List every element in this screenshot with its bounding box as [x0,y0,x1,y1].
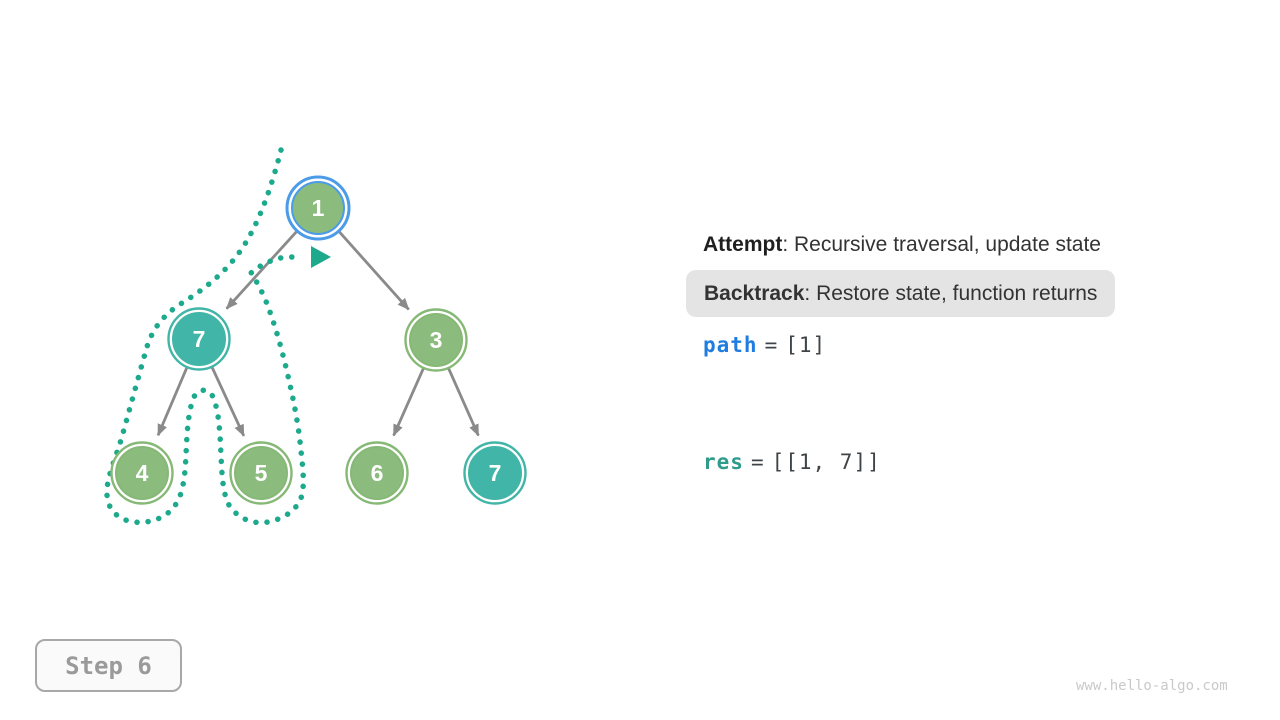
tree-edge [156,366,189,437]
tree-node: 7 [463,441,527,505]
tree-edge [447,367,480,437]
tree-edge [392,367,425,437]
tree-node: 3 [404,308,468,372]
path-variable-name: path [703,333,758,357]
tree-node: 6 [345,441,409,505]
backtrack-desc: : Restore state, function returns [804,281,1098,305]
tree-edge [337,230,410,311]
tree-node: 7 [167,307,231,371]
tree-node: 5 [229,441,293,505]
node-circle [409,313,463,367]
node-label: 6 [371,460,384,486]
node-label: 1 [312,195,325,221]
node-label: 7 [193,326,206,352]
backtrack-legend-pill: Backtrack: Restore state, function retur… [686,270,1116,317]
node-label: 4 [136,460,149,486]
node-label: 7 [489,460,502,486]
res-assign-operator: = [750,450,765,474]
res-variable-line: res=[[1, 7]] [703,450,881,474]
tree-edge [225,230,299,310]
tree-node: 4 [110,441,174,505]
path-value: [1] [785,333,827,357]
backtrack-arrowhead-icon [311,246,331,268]
path-variable-line: path=[1] [703,333,826,357]
backtrack-traversal-path [104,147,307,526]
node-circle [172,312,226,366]
node-circle [468,446,522,500]
step-badge: Step 6 [35,639,182,692]
path-assign-operator: = [764,333,779,357]
tree-edge [210,366,246,437]
attempt-legend-line: Attempt: Recursive traversal, update sta… [703,231,1101,258]
tree-nodes: 1 7 3 4 5 6 7 [110,175,527,505]
backtrack-label: Backtrack [704,281,805,305]
node-label: 5 [255,460,268,486]
node-circle [234,446,288,500]
tree-node: 1 [285,175,351,241]
step-label: Step 6 [65,651,152,680]
attempt-label: Attempt [703,233,783,256]
watermark: www.hello-algo.com [1076,678,1228,694]
node-circle [350,446,404,500]
tree-edges [156,230,480,437]
attempt-desc: : Recursive traversal, update state [782,233,1101,256]
res-variable-name: res [703,450,744,474]
res-value: [[1, 7]] [771,450,881,474]
node-circle [115,446,169,500]
node-circle [291,181,345,235]
node-label: 3 [430,327,443,353]
